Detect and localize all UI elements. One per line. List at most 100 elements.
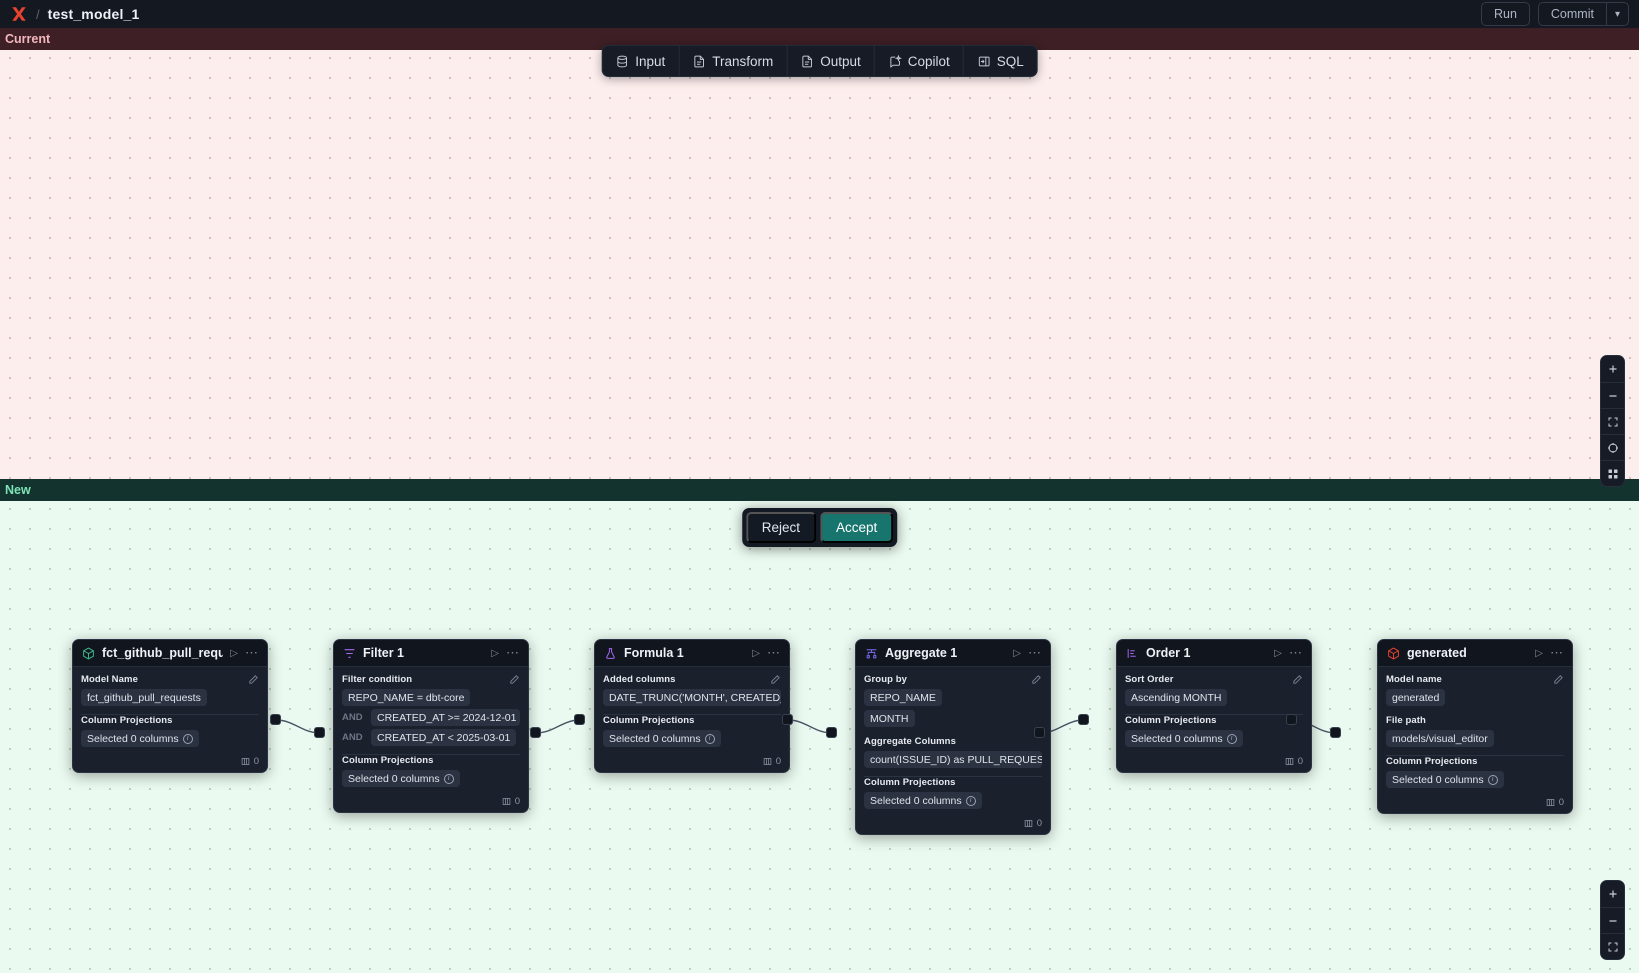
field-label: Added columns bbox=[603, 674, 676, 685]
value-chip[interactable]: Ascending MONTH bbox=[1125, 689, 1228, 706]
current-version-pane[interactable]: Current bbox=[0, 28, 1639, 479]
info-icon[interactable]: i bbox=[182, 733, 193, 744]
node-header[interactable]: Filter 1 ▷ ⋯ bbox=[334, 640, 528, 667]
port-generated-in[interactable] bbox=[1330, 727, 1341, 738]
node-header[interactable]: Aggregate 1 ▷ ⋯ bbox=[856, 640, 1050, 667]
edit-pencil-icon[interactable] bbox=[248, 674, 259, 685]
play-icon[interactable]: ▷ bbox=[230, 647, 238, 659]
field-label: Column Projections bbox=[864, 777, 956, 788]
port-aggregate-out[interactable] bbox=[1034, 727, 1045, 738]
node-fct-github-pull-requests[interactable]: fct_github_pull_requests ▷ ⋯ Model Name … bbox=[72, 639, 268, 773]
port-filter-out[interactable] bbox=[530, 727, 541, 738]
target-lock-icon[interactable] bbox=[1601, 434, 1624, 460]
value-chip[interactable]: Selected 0 columns i bbox=[864, 792, 982, 809]
ellipsis-icon[interactable]: ⋯ bbox=[1289, 645, 1303, 660]
port-source-out[interactable] bbox=[270, 714, 281, 725]
edit-pencil-icon[interactable] bbox=[770, 674, 781, 685]
zoom-out-button[interactable] bbox=[1601, 382, 1624, 408]
info-icon[interactable]: i bbox=[704, 733, 715, 744]
port-formula-in[interactable] bbox=[574, 714, 585, 725]
value-chip[interactable]: models/visual_editor bbox=[1386, 730, 1494, 747]
chevron-down-icon[interactable]: ▾ bbox=[1605, 3, 1628, 25]
condition-chip[interactable]: CREATED_AT < 2025-03-01 bbox=[371, 729, 517, 746]
toolbar-item-sql[interactable]: SQL bbox=[962, 46, 1037, 76]
value-chip[interactable]: count(ISSUE_ID) as PULL_REQUEST_… bbox=[864, 751, 1042, 768]
ellipsis-icon[interactable]: ⋯ bbox=[245, 645, 259, 660]
port-aggregate-in[interactable] bbox=[826, 727, 837, 738]
toolbar-item-output[interactable]: Output bbox=[786, 46, 874, 76]
condition-chip[interactable]: CREATED_AT >= 2024-12-01 bbox=[371, 709, 520, 726]
new-version-pane[interactable]: New bbox=[0, 479, 1639, 973]
node-aggregate-1[interactable]: Aggregate 1 ▷ ⋯ Group by REPO_NAME MONTH bbox=[855, 639, 1051, 835]
edit-pencil-icon[interactable] bbox=[1553, 674, 1564, 685]
port-order-in[interactable] bbox=[1078, 714, 1089, 725]
cube-red-icon bbox=[1386, 646, 1400, 660]
fit-screen-icon[interactable] bbox=[1601, 408, 1624, 434]
current-pane-label: Current bbox=[0, 28, 1639, 50]
node-header[interactable]: Order 1 ▷ ⋯ bbox=[1117, 640, 1311, 667]
divider bbox=[342, 754, 520, 755]
node-header[interactable]: fct_github_pull_requests ▷ ⋯ bbox=[73, 640, 267, 667]
info-icon[interactable]: i bbox=[1226, 733, 1237, 744]
info-icon[interactable]: i bbox=[965, 795, 976, 806]
field-label: Column Projections bbox=[342, 755, 434, 766]
database-icon bbox=[615, 54, 629, 68]
toolbar-item-copilot[interactable]: Copilot bbox=[873, 46, 963, 76]
toolbar-item-input[interactable]: Input bbox=[602, 46, 678, 76]
port-formula-out[interactable] bbox=[782, 714, 793, 725]
value-chip[interactable]: Selected 0 columns i bbox=[81, 730, 199, 747]
node-footer: 0 bbox=[1378, 794, 1572, 813]
node-filter-1[interactable]: Filter 1 ▷ ⋯ Filter condition REPO_NAME … bbox=[333, 639, 529, 813]
ellipsis-icon[interactable]: ⋯ bbox=[767, 645, 781, 660]
value-chip[interactable]: REPO_NAME bbox=[864, 689, 942, 706]
play-icon[interactable]: ▷ bbox=[1535, 647, 1543, 659]
node-header[interactable]: Formula 1 ▷ ⋯ bbox=[595, 640, 789, 667]
commit-button[interactable]: Commit bbox=[1550, 7, 1594, 21]
value-chip[interactable]: DATE_TRUNC('MONTH', CREATED_AT… bbox=[603, 689, 781, 706]
zoom-in-button[interactable] bbox=[1601, 881, 1624, 907]
node-header[interactable]: generated ▷ ⋯ bbox=[1378, 640, 1572, 667]
value-chip[interactable]: Selected 0 columns i bbox=[1125, 730, 1243, 747]
zoom-out-button[interactable] bbox=[1601, 907, 1624, 933]
node-order-1[interactable]: Order 1 ▷ ⋯ Sort Order Ascending MONTH bbox=[1116, 639, 1312, 773]
toolbar-item-transform[interactable]: Transform bbox=[678, 46, 786, 76]
port-filter-in[interactable] bbox=[314, 727, 325, 738]
ellipsis-icon[interactable]: ⋯ bbox=[506, 645, 520, 660]
play-icon[interactable]: ▷ bbox=[1274, 647, 1282, 659]
ellipsis-icon[interactable]: ⋯ bbox=[1550, 645, 1564, 660]
commit-button-group[interactable]: Commit ▾ bbox=[1537, 2, 1629, 26]
edit-pencil-icon[interactable] bbox=[1031, 674, 1042, 685]
brand-x-icon[interactable] bbox=[10, 5, 28, 23]
field-column-projections: Column Projections Selected 0 columns i bbox=[603, 715, 781, 747]
field-column-projections: Column Projections Selected 0 columns i bbox=[81, 715, 259, 747]
value-chip[interactable]: Selected 0 columns i bbox=[1386, 771, 1504, 788]
divider bbox=[864, 776, 1042, 777]
value-chip[interactable]: MONTH bbox=[864, 710, 915, 727]
accept-button[interactable]: Accept bbox=[819, 512, 894, 543]
fit-screen-icon[interactable] bbox=[1601, 933, 1624, 959]
play-icon[interactable]: ▷ bbox=[1013, 647, 1021, 659]
run-button[interactable]: Run bbox=[1480, 2, 1530, 26]
info-icon[interactable]: i bbox=[1487, 774, 1498, 785]
grid-view-icon[interactable] bbox=[1601, 460, 1624, 486]
node-generated[interactable]: generated ▷ ⋯ Model name generated bbox=[1377, 639, 1573, 814]
port-order-out[interactable] bbox=[1286, 714, 1297, 725]
toolbar-item-label: Output bbox=[820, 53, 861, 69]
edit-pencil-icon[interactable] bbox=[509, 674, 520, 685]
node-footer: 0 bbox=[595, 753, 789, 772]
value-chip[interactable]: Selected 0 columns i bbox=[603, 730, 721, 747]
ellipsis-icon[interactable]: ⋯ bbox=[1028, 645, 1042, 660]
play-icon[interactable]: ▷ bbox=[491, 647, 499, 659]
toolbar-item-label: Copilot bbox=[907, 53, 950, 69]
zoom-in-button[interactable] bbox=[1601, 356, 1624, 382]
condition-chip[interactable]: REPO_NAME = dbt-core bbox=[342, 689, 471, 706]
reject-button[interactable]: Reject bbox=[745, 512, 816, 543]
node-title: fct_github_pull_requests bbox=[102, 646, 224, 660]
info-icon[interactable]: i bbox=[443, 773, 454, 784]
value-chip[interactable]: fct_github_pull_requests bbox=[81, 689, 207, 706]
play-icon[interactable]: ▷ bbox=[752, 647, 760, 659]
edit-pencil-icon[interactable] bbox=[1292, 674, 1303, 685]
node-formula-1[interactable]: Formula 1 ▷ ⋯ Added columns DATE_TRUNC('… bbox=[594, 639, 790, 773]
value-chip[interactable]: generated bbox=[1386, 689, 1446, 706]
value-chip[interactable]: Selected 0 columns i bbox=[342, 770, 460, 787]
